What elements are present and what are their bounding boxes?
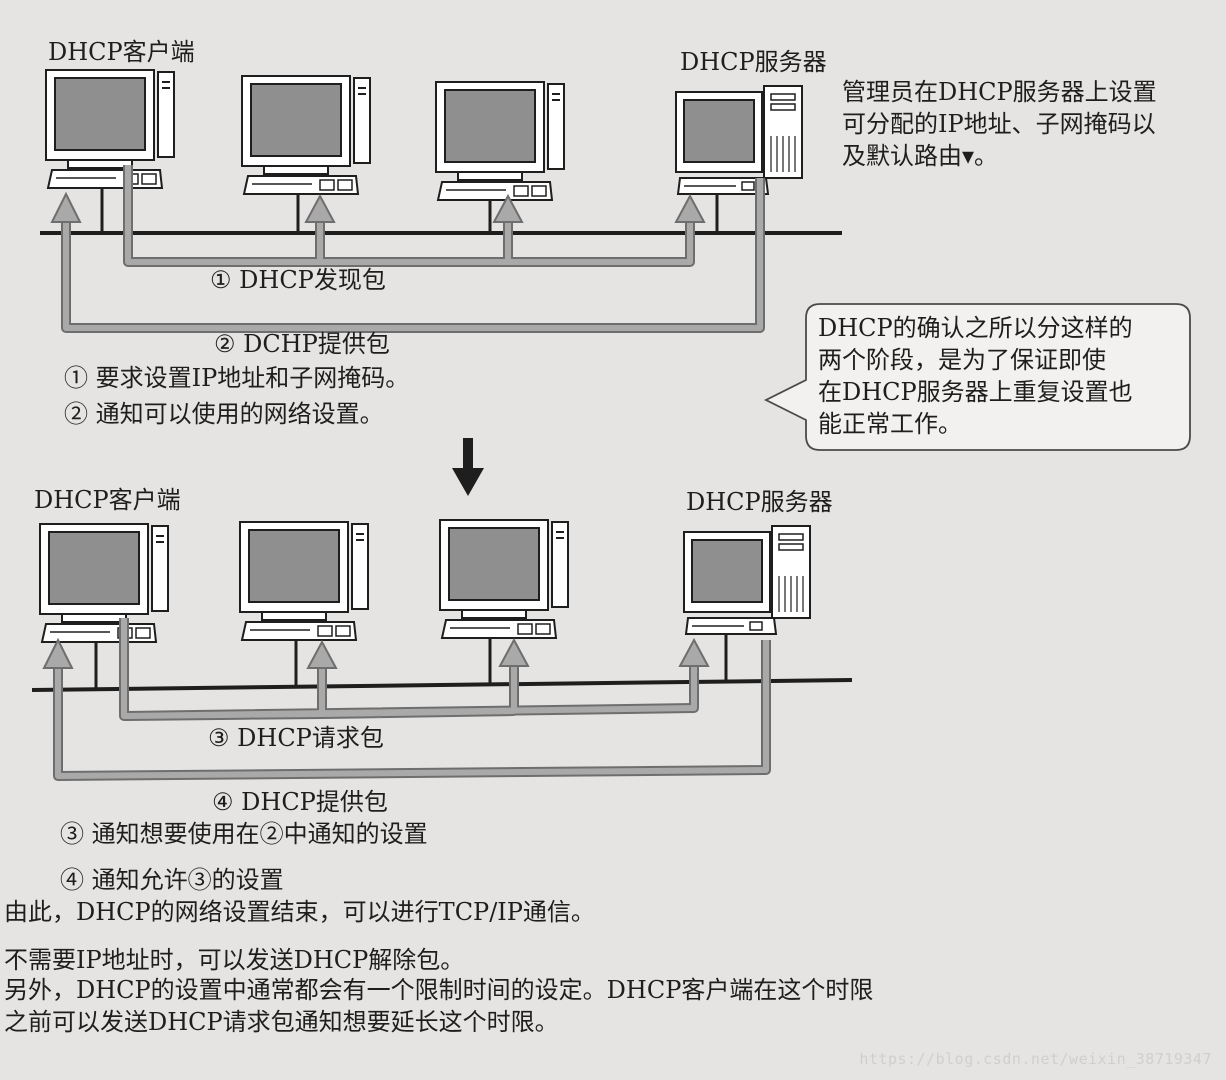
client-pc-icon [39, 523, 169, 643]
callout-line: DHCP的确认之所以分这样的 [818, 314, 1133, 342]
footer-line-2: 不需要IP地址时，可以发送DHCP解除包。 [4, 946, 465, 974]
network-line-bottom [31, 678, 853, 692]
callout-line: 两个阶段，是为了保证即使 [818, 346, 1106, 374]
callout-text: DHCP的确认之所以分这样的 两个阶段，是为了保证即使 在DHCP服务器上重复设… [818, 312, 1133, 440]
client-pc-icon [239, 521, 369, 641]
discover-packet-label: ① DHCP发现包 [210, 266, 386, 294]
client-label-bottom: DHCP客户端 [34, 486, 181, 514]
offer-packet-label: ② DCHP提供包 [214, 330, 390, 358]
step-1-text: ① 要求设置IP地址和子网掩码。 [64, 364, 410, 392]
client-label-top: DHCP客户端 [48, 38, 195, 66]
request-packet-label: ③ DHCP请求包 [208, 724, 384, 752]
admin-note: 管理员在DHCP服务器上设置 可分配的IP地址、子网掩码以 及默认路由▾。 [842, 76, 1157, 172]
step-3-text: ③ 通知想要使用在②中通知的设置 [60, 820, 428, 848]
server-icon [675, 85, 803, 195]
client-pc-icon [45, 69, 175, 189]
server-label-bottom: DHCP服务器 [686, 488, 833, 516]
watermark: https://blog.csdn.net/weixin_38719347 [859, 1050, 1212, 1068]
top-diagram [40, 69, 1191, 451]
callout-bubble [763, 303, 1191, 451]
ack-packet-label: ④ DHCP提供包 [212, 788, 388, 816]
callout-line: 能正常工作。 [818, 410, 962, 438]
server-icon [683, 525, 811, 635]
client-pc-icon [241, 75, 371, 195]
callout-line: 在DHCP服务器上重复设置也 [818, 378, 1133, 406]
client-pc-icon [439, 519, 569, 639]
admin-note-line: 及默认路由▾。 [842, 142, 999, 170]
footer-line-4: 之前可以发送DHCP请求包通知想要延长这个时限。 [4, 1008, 559, 1036]
step-4-text: ④ 通知允许③的设置 [60, 866, 284, 894]
server-label-top: DHCP服务器 [680, 48, 827, 76]
footer-line-1: 由此，DHCP的网络设置结束，可以进行TCP/IP通信。 [4, 898, 595, 926]
admin-note-line: 可分配的IP地址、子网掩码以 [842, 110, 1156, 138]
request-packet-arrow [119, 618, 710, 721]
down-arrow-icon [452, 438, 484, 496]
step-2-text: ② 通知可以使用的网络设置。 [64, 400, 384, 428]
discover-packet-arrow [123, 165, 706, 267]
bottom-diagram [31, 519, 853, 781]
client-pc-icon [435, 81, 565, 201]
footer-line-3: 另外，DHCP的设置中通常都会有一个限制时间的设定。DHCP客户端在这个时限 [4, 976, 874, 1004]
admin-note-line: 管理员在DHCP服务器上设置 [842, 78, 1157, 106]
ack-packet-arrow [42, 637, 771, 781]
offer-packet-arrow [50, 178, 765, 333]
